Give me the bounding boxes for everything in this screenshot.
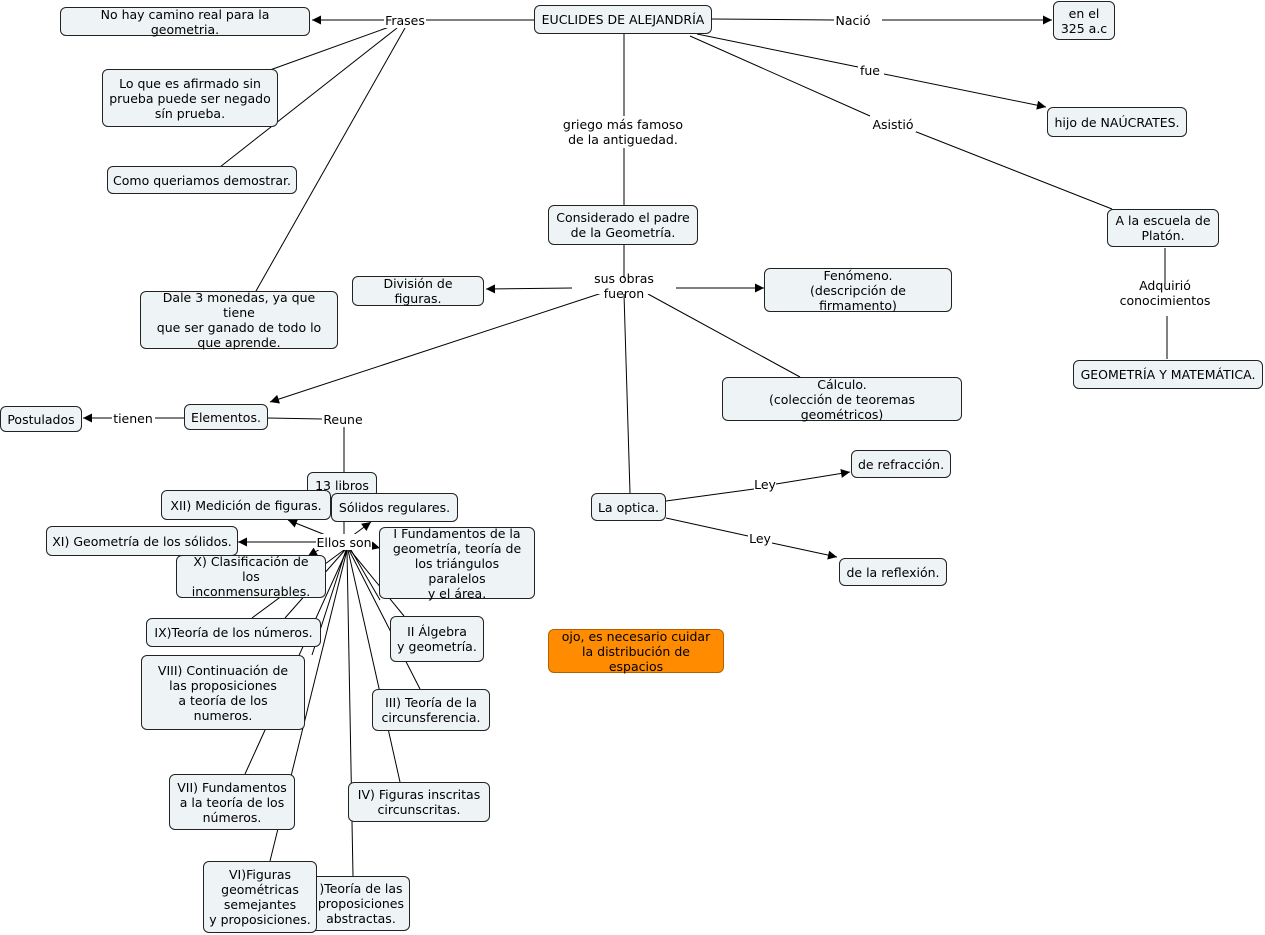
label-reune: Reune <box>322 411 364 427</box>
node-xi[interactable]: XI) Geometría de los sólidos. <box>46 526 238 556</box>
node-dale[interactable]: Dale 3 monedas, ya que tiene que ser gan… <box>140 290 338 350</box>
node-reflexion[interactable]: de la reflexión. <box>839 558 947 586</box>
label-ley-refraccion: Ley <box>754 476 776 492</box>
node-i[interactable]: I Fundamentos de la geometría, teoría de… <box>379 526 535 601</box>
node-no-camino[interactable]: No hay camino real para la geometria. <box>60 7 310 37</box>
node-optica[interactable]: La optica. <box>591 493 666 521</box>
node-xii[interactable]: XII) Medición de figuras. <box>161 490 331 520</box>
node-afirmado[interactable]: Lo que es afirmado sin prueba puede ser … <box>102 69 278 127</box>
node-padre[interactable]: Considerado el padre de la Geometría. <box>548 205 698 245</box>
node-fenomeno[interactable]: Fenómeno. (descripción de firmamento) <box>764 268 952 313</box>
node-ii[interactable]: II Álgebra y geometría. <box>390 616 484 662</box>
label-asistio: Asistió <box>870 116 916 132</box>
label-nacio: Nació <box>834 12 872 28</box>
node-viii[interactable]: VIII) Continuación de las proposiciones … <box>141 655 305 730</box>
node-vi[interactable]: VI)Figuras geométricas semejantes y prop… <box>203 861 317 933</box>
node-euclides[interactable]: EUCLIDES DE ALEJANDRÍA <box>534 5 712 34</box>
node-geometria-matematica[interactable]: GEOMETRÍA Y MATEMÁTICA. <box>1073 360 1263 389</box>
label-fue: fue <box>858 62 882 78</box>
node-iv[interactable]: IV) Figuras inscritas circunscritas. <box>348 782 490 822</box>
label-frases: Frases <box>384 12 426 28</box>
node-ix[interactable]: IX)Teoría de los números. <box>146 618 321 647</box>
node-hijo[interactable]: hijo de NAÚCRATES. <box>1047 107 1187 137</box>
note-distribucion[interactable]: ojo, es necesario cuidar la distribución… <box>548 629 724 674</box>
node-elementos[interactable]: Elementos. <box>184 404 268 430</box>
label-tienen: tienen <box>112 410 154 426</box>
node-calculo[interactable]: Cálculo. (colección de teoremas geométri… <box>722 377 962 422</box>
label-ley-reflexion: Ley <box>748 530 772 546</box>
node-division[interactable]: División de figuras. <box>352 276 484 306</box>
node-solidos-regulares[interactable]: Sólidos regulares. <box>331 493 458 522</box>
node-v[interactable]: )Teoría de las proposiciones abstractas. <box>300 876 410 931</box>
node-nacio-fecha[interactable]: en el 325 a.c <box>1053 1 1115 40</box>
node-iii[interactable]: III) Teoría de la circunsferencia. <box>372 689 490 731</box>
node-escuela[interactable]: A la escuela de Platón. <box>1107 209 1219 247</box>
label-ellos-son: Ellos son <box>316 534 372 550</box>
node-x[interactable]: X) Clasificación de los inconmensurables… <box>176 554 326 599</box>
label-sus-obras: sus obras fueron <box>572 271 676 301</box>
node-como-queriamos[interactable]: Como queriamos demostrar. <box>107 166 297 194</box>
node-refraccion[interactable]: de refracción. <box>851 450 951 478</box>
label-adquirio: Adquirió conocimientos <box>1092 278 1238 308</box>
label-griego: griego más famoso de la antiguedad. <box>558 116 688 148</box>
node-postulados[interactable]: Postulados <box>0 406 82 432</box>
node-vii[interactable]: VII) Fundamentos a la teoría de los núme… <box>169 774 295 830</box>
